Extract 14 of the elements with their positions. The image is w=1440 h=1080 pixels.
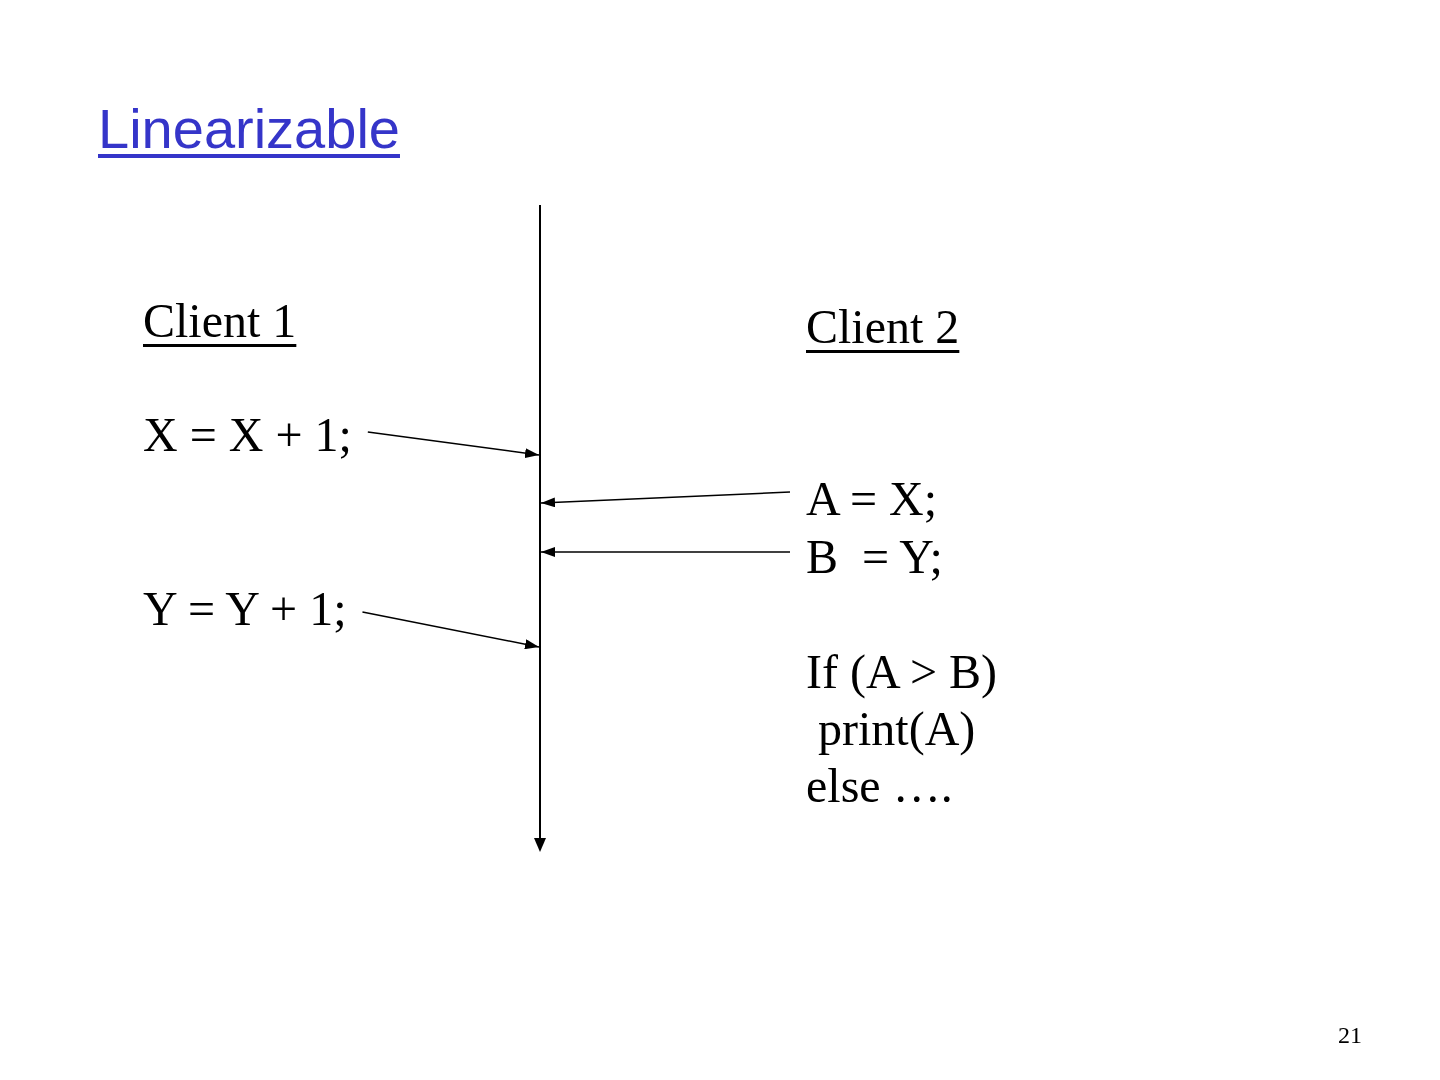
- arrow: [367, 431, 540, 459]
- page-number: 21: [1338, 1023, 1362, 1047]
- code-statement: B = Y;: [790, 533, 959, 581]
- column-heading: Client 1: [143, 297, 297, 345]
- code-line: print(A): [818, 705, 976, 753]
- arrow: [361, 611, 540, 650]
- arrow: [540, 491, 791, 508]
- arrow: [540, 547, 791, 557]
- code-statement: A = X;: [790, 475, 954, 523]
- slide-title: Linearizable: [98, 101, 400, 157]
- code-statement: X = X + 1;: [127, 411, 368, 459]
- code-line: else ….: [806, 762, 953, 810]
- code-statement: Y = Y + 1;: [127, 585, 363, 633]
- column-heading: Client 2: [806, 303, 960, 351]
